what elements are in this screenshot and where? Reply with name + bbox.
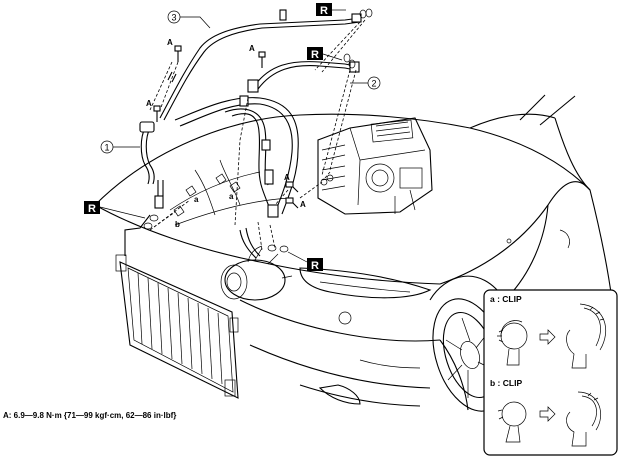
arrow-right-icon [539,406,556,422]
clip-a-open-icon [566,303,607,369]
clip-a-closed-icon [497,320,528,366]
pipe-clips [173,173,241,217]
clip-label-a: a [229,192,234,201]
vehicle-body-outline [94,94,613,412]
replace-marker: R [316,3,346,17]
clip-label-b: b [175,220,180,229]
torque-marker: A [284,173,290,182]
clip-b-open-icon [566,391,601,447]
svg-text:R: R [88,203,96,215]
torque-marker: A [167,38,173,47]
replace-marker: R [307,47,343,61]
bolt-icon [258,51,266,68]
bolt-icon [285,181,299,193]
torque-marker: A [146,99,152,108]
svg-text:3: 3 [171,13,176,23]
svg-text:1: 1 [104,143,109,153]
callout-3: 3 [167,10,211,29]
clip-label-a: a [194,195,199,204]
dashed-leaders [149,19,366,251]
clip-b-closed-icon [497,401,527,443]
torque-marker: A [249,44,255,53]
torque-marker: A [300,200,306,209]
condenser [115,214,239,399]
callout-1: 1 [100,140,140,154]
torque-spec-footnote: A: 6.9—9.8 N·m {71—99 kgf·cm, 62—86 in·l… [3,411,177,420]
clip-detail-panel: a : CLIP b : CLIP [483,289,618,456]
clip-a-title: a : CLIP [490,294,522,304]
bolt-icon [285,197,299,209]
arrow-right-icon [539,329,556,345]
svg-text:R: R [320,5,328,17]
svg-text:2: 2 [371,79,376,89]
bolt-icon [153,105,161,122]
torque-markers: A A A A A [146,38,306,209]
bolts-and-orings [143,8,373,253]
o-ring-icon [143,8,373,253]
callout-2: 2 [350,76,381,90]
hvac-unit [317,117,433,215]
replace-marker: R [84,201,146,219]
svg-text:R: R [311,260,319,272]
clip-b-title: b : CLIP [490,378,522,388]
svg-text:R: R [311,49,319,61]
bolt-icon [174,45,182,62]
replace-marker: R [287,251,323,272]
ac-compressor [220,245,293,301]
